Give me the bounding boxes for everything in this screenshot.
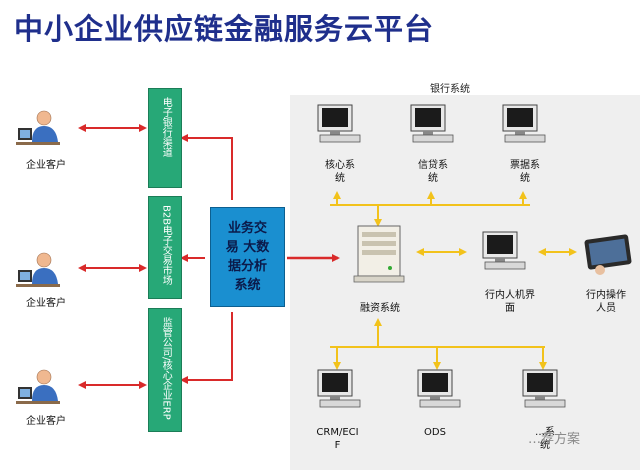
bank-system-panel xyxy=(290,95,640,470)
analysis-line: 系统 xyxy=(234,277,261,293)
other-system-label-line: 统 xyxy=(540,439,550,451)
enterprise-customer-icon xyxy=(15,110,61,146)
core-system-label-line: 统 xyxy=(335,172,345,184)
customer-label: 企业客户 xyxy=(26,160,66,171)
customer-label: 企业客户 xyxy=(26,298,66,309)
financing-system-label: 融资系统 xyxy=(360,303,400,314)
financing-server-icon xyxy=(353,225,405,283)
bill-system-label: 票据系 统 xyxy=(490,160,560,185)
channel-b2b: B2B电子交易市场 xyxy=(148,196,182,299)
hmi-computer-icon xyxy=(482,231,526,270)
core-system-computer-icon xyxy=(317,104,361,143)
credit-system-computer-icon xyxy=(410,104,454,143)
operator-label-line: 行内操作 xyxy=(586,290,626,301)
crm-label-line: F xyxy=(334,439,341,451)
credit-system-label-line: 统 xyxy=(428,172,438,184)
analysis-line: 易 大数 xyxy=(225,239,270,255)
core-system-label-line: 核心系 xyxy=(325,160,355,171)
other-system-label: …系 统 xyxy=(515,427,575,452)
crm-label-line: CRM/ECI xyxy=(316,427,359,438)
crm-label: CRM/ECI F xyxy=(300,427,375,452)
core-system-label: 核心系 统 xyxy=(305,160,375,185)
hmi-label: 行内人机界 面 xyxy=(470,290,550,315)
arrow-erp-center xyxy=(180,312,233,384)
channel-erp-label: 监管公司/核心企业ERP xyxy=(160,317,172,420)
channel-erp: 监管公司/核心企业ERP xyxy=(148,308,182,432)
operator-tablet-icon xyxy=(584,234,632,275)
operator-label-line: 人员 xyxy=(596,302,616,314)
credit-system-label: 信贷系 统 xyxy=(398,160,468,185)
page-title: 中小企业供应链金融服务云平台 xyxy=(14,12,435,46)
operator-label: 行内操作 人员 xyxy=(575,290,637,315)
channel-ebank-label: 电子银行渠道 xyxy=(160,97,172,157)
channel-b2b-label: B2B电子交易市场 xyxy=(160,205,172,286)
arrow-ebank-center xyxy=(180,134,233,200)
watermark: …荐方案 xyxy=(528,432,581,447)
enterprise-customer-icon xyxy=(15,252,61,288)
bank-system-label: 银行系统 xyxy=(430,84,470,95)
bill-system-label-line: 票据系 xyxy=(510,160,540,171)
ods-label: ODS xyxy=(424,427,446,438)
credit-system-label-line: 信贷系 xyxy=(418,160,448,171)
analysis-line: 业务交 xyxy=(227,221,267,236)
bill-system-computer-icon xyxy=(502,104,546,143)
analysis-line: 据分析 xyxy=(227,258,267,274)
bill-system-label-line: 统 xyxy=(520,172,530,184)
enterprise-customer-icon xyxy=(15,369,61,405)
customer-label: 企业客户 xyxy=(26,416,66,427)
other-system-computer-icon xyxy=(522,369,566,408)
hmi-label-line: 行内人机界 xyxy=(485,290,535,301)
hmi-label-line: 面 xyxy=(505,302,515,314)
ods-computer-icon xyxy=(417,369,461,408)
crm-computer-icon xyxy=(317,369,361,408)
other-system-label-line: …系 xyxy=(535,427,555,438)
channel-ebank: 电子银行渠道 xyxy=(148,88,182,188)
business-analysis-box: 业务交 易 大数 据分析 系统 xyxy=(210,207,285,307)
